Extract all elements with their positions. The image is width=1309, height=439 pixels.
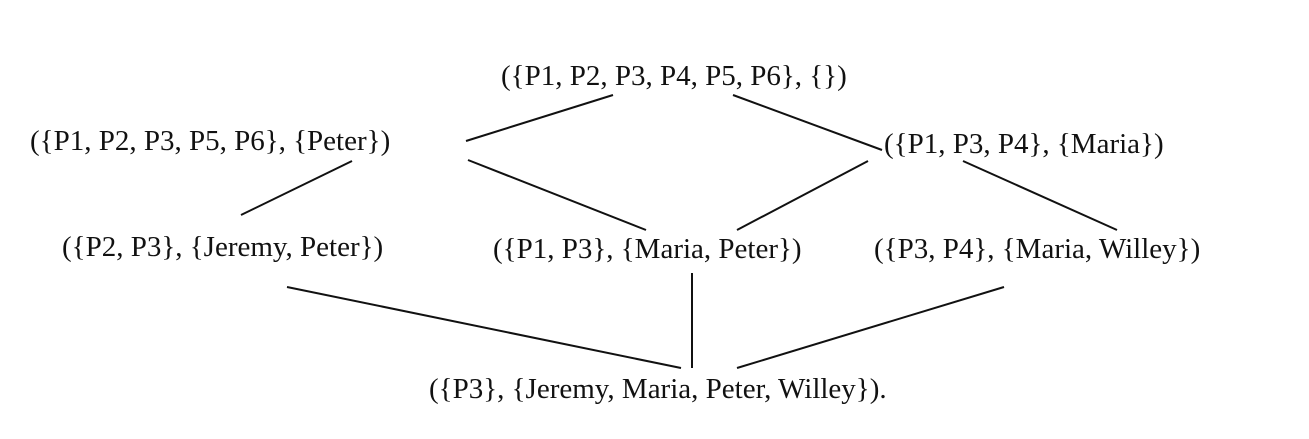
lattice-node-maria-willey: ({P3, P4}, {Maria, Willey}): [874, 233, 1201, 265]
edge-top-peter: [465, 94, 614, 142]
edge-maria-maria-peter: [736, 160, 869, 231]
lattice-node-bottom: ({P3}, {Jeremy, Maria, Peter, Willey}).: [429, 373, 887, 405]
edge-top-maria: [732, 94, 883, 151]
edge-peter-maria-peter: [467, 159, 647, 231]
lattice-node-peter: ({P1, P2, P3, P5, P6}, {Peter}): [30, 125, 391, 157]
edge-peter-jeremy-peter: [240, 160, 353, 216]
edge-jeremy-peter-bottom: [286, 286, 682, 369]
lattice-node-top: ({P1, P2, P3, P4, P5, P6}, {}): [501, 60, 847, 92]
lattice-node-maria: ({P1, P3, P4}, {Maria}): [884, 128, 1164, 160]
edge-maria-maria-willey: [962, 160, 1118, 231]
edge-maria-willey-bottom: [736, 286, 1005, 369]
lattice-node-jeremy-peter: ({P2, P3}, {Jeremy, Peter}): [62, 231, 384, 263]
lattice-node-maria-peter: ({P1, P3}, {Maria, Peter}): [493, 233, 802, 265]
